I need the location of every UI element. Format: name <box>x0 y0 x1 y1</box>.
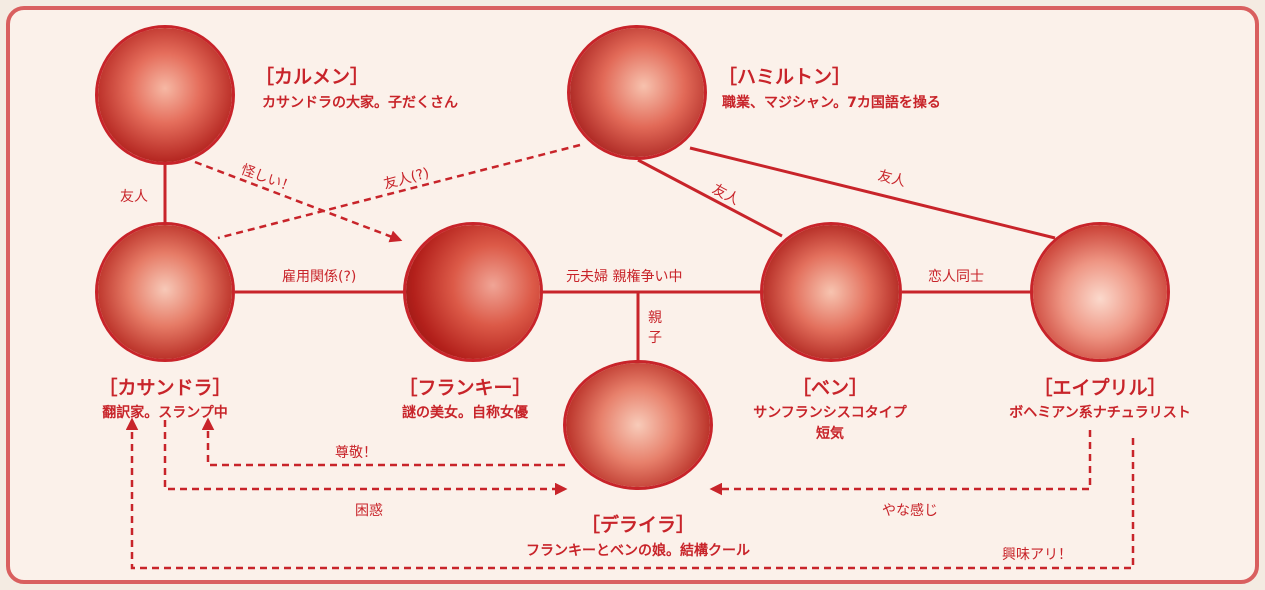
hamilton-desc: 職業、マジシャン。7カ国語を操る <box>722 95 941 111</box>
label-frankie-ben: 元夫婦 親権争い中 <box>566 269 683 285</box>
ben-portrait <box>760 222 902 362</box>
delilah-desc: フランキーとベンの娘。結構クール <box>526 543 750 559</box>
delilah-name: ［デライラ］ <box>580 514 696 536</box>
ben-desc-2: 短気 <box>816 426 844 442</box>
cassandra-desc: 翻訳家。スランプ中 <box>102 405 228 421</box>
label-parent-child: 親子 <box>648 310 662 346</box>
line-carmen-frankie <box>194 160 403 243</box>
hamilton-name: ［ハミルトン］ <box>718 66 852 88</box>
april-name: ［エイプリル］ <box>1033 377 1167 399</box>
ben-desc-1: サンフランシスコタイプ <box>753 405 907 421</box>
label-carmen-cassandra: 友人 <box>120 189 148 205</box>
line-april-delilah <box>709 430 1092 496</box>
frankie-name: ［フランキー］ <box>398 377 532 399</box>
line-hamilton-cassandra <box>217 143 581 240</box>
hamilton-portrait <box>567 25 707 160</box>
cassandra-name: ［カサンドラ］ <box>98 377 232 399</box>
label-ben-april: 恋人同士 <box>928 269 984 285</box>
ben-name: ［ベン］ <box>791 377 869 399</box>
line-cassandra-april <box>125 417 1135 570</box>
label-cassandra-delilah: 困惑 <box>355 503 383 519</box>
frankie-portrait <box>403 222 543 362</box>
carmen-desc: カサンドラの大家。子だくさん <box>262 95 458 111</box>
frankie-desc: 謎の美女。自称女優 <box>402 405 528 421</box>
carmen-name: ［カルメン］ <box>255 66 370 88</box>
label-cassandra-frankie: 雇用関係(?) <box>282 269 357 285</box>
label-april-delilah: やな感じ <box>882 503 938 519</box>
carmen-portrait <box>95 25 235 165</box>
line-hamilton-april <box>689 146 1056 240</box>
label-cassandra-april: 興味アリ！ <box>1002 547 1072 563</box>
delilah-portrait <box>563 360 713 490</box>
april-desc: ボヘミアン系ナチュラリスト <box>1009 405 1191 421</box>
april-portrait <box>1030 222 1170 362</box>
label-delilah-cassandra: 尊敬！ <box>335 445 377 461</box>
line-hamilton-ben <box>637 158 783 238</box>
line-delilah-cassandra <box>201 417 565 467</box>
cassandra-portrait <box>95 222 235 362</box>
